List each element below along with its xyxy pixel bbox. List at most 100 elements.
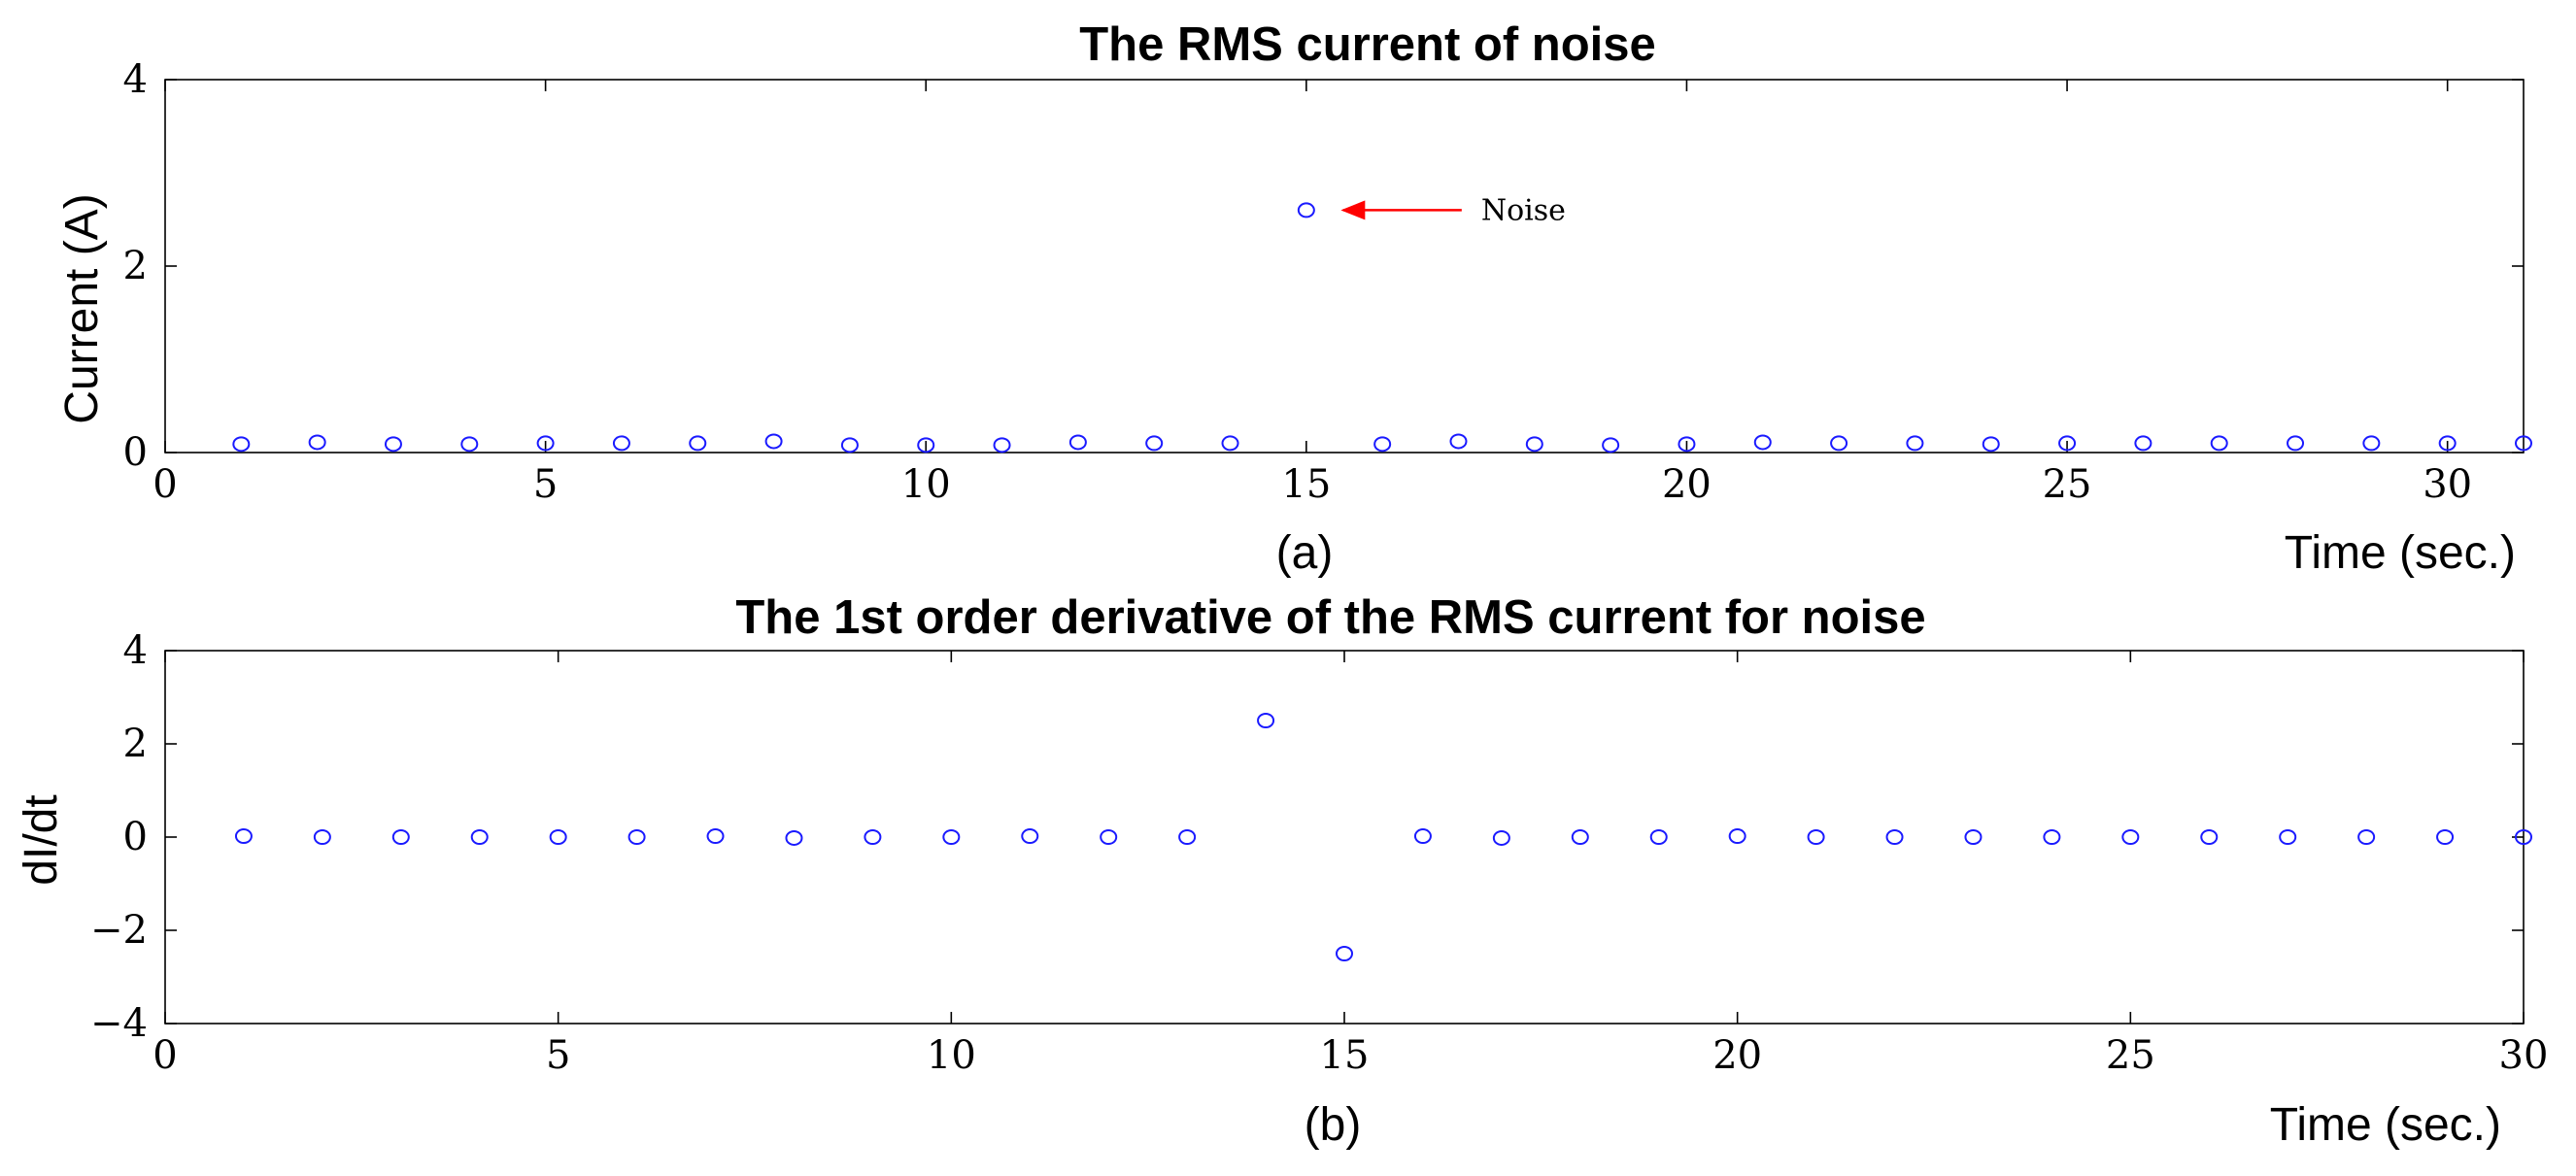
data-point [1297, 202, 1315, 218]
data-point [1964, 829, 1983, 845]
x-tick-label: 0 [153, 462, 177, 507]
data-point [689, 435, 707, 452]
panel-b: The 1st order derivative of the RMS curr… [16, 591, 2548, 1151]
data-point [1257, 713, 1275, 728]
plot-area [164, 79, 2525, 454]
data-point [384, 436, 402, 453]
data-point [2515, 829, 2532, 845]
data-point [993, 437, 1011, 454]
plot-area [164, 650, 2525, 1025]
x-tick-label: 30 [2499, 1033, 2549, 1078]
data-point [942, 829, 961, 845]
x-axis-label: Time (sec.) [2270, 1099, 2501, 1151]
data-point [2438, 435, 2457, 452]
data-point [1906, 435, 1924, 452]
data-point [1649, 829, 1668, 845]
data-point [2200, 829, 2219, 845]
data-point [460, 436, 479, 453]
y-axis-ticks: −4 −2 0 2 4 [90, 628, 2524, 1046]
x-tick-label: 20 [1712, 1033, 1762, 1078]
data-point [627, 829, 646, 845]
data-point [1221, 435, 1239, 452]
y-tick-label: −2 [90, 908, 148, 953]
data-point [706, 828, 725, 845]
data-point [1728, 828, 1746, 845]
data-point [2043, 829, 2061, 845]
y-tick-label: 0 [123, 815, 148, 859]
chart-title: The RMS current of noise [1079, 18, 1656, 71]
panel-caption: (a) [1276, 527, 1334, 579]
data-point [1830, 435, 1848, 452]
y-axis-ticks: 0 2 4 [123, 57, 2524, 475]
x-tick-label: 5 [546, 1033, 570, 1078]
x-tick-label: 30 [2423, 462, 2472, 507]
x-tick-label: 25 [2106, 1033, 2155, 1078]
data-point [1178, 829, 1197, 845]
data-series [232, 202, 2532, 454]
data-point [313, 829, 331, 845]
chart-title: The 1st order derivative of the RMS curr… [735, 591, 1925, 644]
x-tick-label: 15 [1281, 462, 1331, 507]
x-axis-label: Time (sec.) [2285, 527, 2516, 579]
x-tick-label: 0 [153, 1033, 177, 1078]
annotation-label: Noise [1481, 193, 1566, 227]
data-point [1373, 436, 1392, 453]
data-point [2357, 829, 2376, 845]
data-point [2121, 829, 2140, 845]
y-tick-label: 0 [123, 430, 148, 475]
data-point [864, 829, 882, 845]
x-axis-ticks: 0 5 10 15 20 25 30 [153, 651, 2548, 1078]
data-point [1602, 437, 1620, 454]
data-point [1525, 436, 1543, 453]
data-point [308, 434, 326, 451]
y-tick-label: 2 [123, 244, 148, 288]
data-point [2436, 829, 2455, 845]
data-point [1753, 434, 1772, 451]
x-tick-label: 25 [2043, 462, 2092, 507]
data-point [1021, 828, 1039, 845]
data-point [470, 829, 489, 845]
data-point [1807, 829, 1825, 845]
data-point [1100, 829, 1118, 845]
x-tick-label: 20 [1662, 462, 1712, 507]
data-point [840, 437, 859, 454]
y-axis-label: Current (A) [56, 193, 108, 423]
data-point [232, 436, 251, 453]
y-tick-label: 4 [123, 628, 148, 673]
data-point [2134, 435, 2152, 452]
data-point [1678, 436, 1696, 453]
data-point [2279, 829, 2297, 845]
data-point [2515, 435, 2532, 452]
data-point [1492, 829, 1510, 846]
data-point [917, 437, 935, 454]
panel-caption: (b) [1305, 1099, 1362, 1151]
y-tick-label: −4 [90, 1001, 148, 1046]
data-point [391, 829, 410, 845]
x-tick-label: 10 [901, 462, 951, 507]
data-point [1068, 434, 1087, 451]
data-point [1885, 829, 1904, 845]
x-tick-label: 10 [927, 1033, 976, 1078]
data-point [2210, 435, 2228, 452]
data-point [234, 828, 253, 845]
y-axis-label: dI/dt [16, 794, 67, 885]
data-point [612, 435, 630, 452]
data-series [234, 713, 2532, 961]
data-point [1336, 946, 1353, 961]
data-point [549, 829, 567, 845]
data-point [2287, 435, 2305, 452]
data-point [2058, 435, 2077, 452]
data-point [1413, 828, 1432, 845]
data-point [536, 435, 555, 452]
y-tick-label: 4 [123, 57, 148, 102]
data-point [764, 433, 783, 450]
data-point [1449, 433, 1468, 450]
data-point [785, 829, 803, 846]
data-point [1571, 829, 1589, 845]
data-point [2362, 435, 2381, 452]
x-tick-label: 15 [1320, 1033, 1370, 1078]
y-tick-label: 2 [123, 722, 148, 766]
